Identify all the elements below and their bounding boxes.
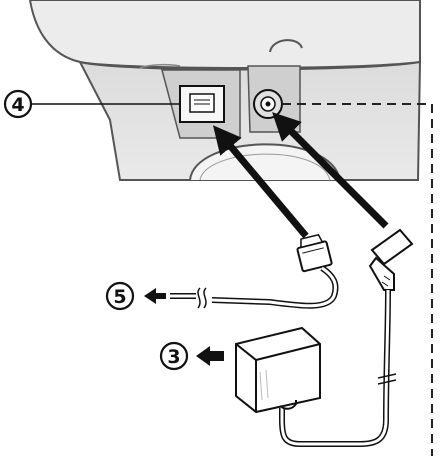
- dashed-guide-line: [282, 103, 433, 456]
- telephone-jack: [179, 85, 225, 123]
- ac-adaptor: [235, 326, 321, 414]
- callout-4: 4: [3, 89, 180, 119]
- callout-4-number: 4: [11, 94, 24, 116]
- ac-adaptor-cord: [279, 228, 414, 447]
- callout-5-number: 5: [113, 286, 126, 308]
- telephone-line-cord: [170, 233, 339, 309]
- dc-insert-arrow: [272, 112, 389, 229]
- callout-3-arrow: [196, 346, 224, 366]
- callout-5-arrow: [144, 288, 166, 304]
- dc-jack: [253, 89, 283, 119]
- callout-3-badge: [159, 341, 189, 371]
- callout-5: 5: [105, 281, 166, 311]
- callout-3-number: 3: [167, 346, 180, 368]
- jack-insert-arrow: [212, 125, 309, 239]
- callout-5-badge: [105, 281, 135, 311]
- insertion-arrows: [212, 112, 389, 239]
- callout-3: 3: [159, 341, 224, 371]
